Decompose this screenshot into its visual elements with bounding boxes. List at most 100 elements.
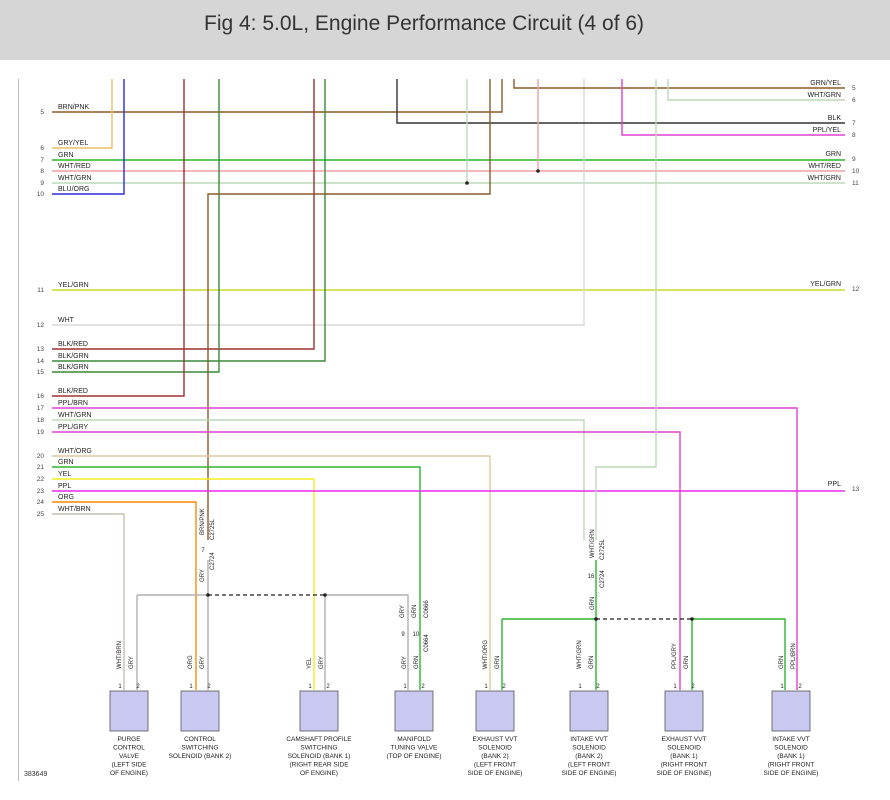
right-wire-label: WHT/GRN: [808, 92, 841, 99]
component-name-line: (LEFT FRONT: [474, 762, 516, 769]
component-name-line: SWITCHING: [181, 745, 218, 752]
wire-label-1: ORG: [188, 655, 194, 669]
diagram-frame: [18, 79, 846, 781]
connector-c2725l-a: C2725L: [210, 518, 216, 540]
left-pin-number: 15: [37, 369, 45, 376]
left-wire-label: WHT/GRN: [58, 175, 91, 182]
left-pin-number: 8: [40, 168, 44, 175]
connector-c2724-a: C2724: [210, 552, 216, 570]
right-pin-number: 10: [852, 168, 860, 175]
connector-c0666: C0666: [424, 600, 430, 618]
pin-label-2: 2: [596, 684, 600, 690]
wire-grn-bus-r: [692, 618, 786, 690]
splice-grn: [594, 617, 598, 621]
right-pin-number: 5: [852, 85, 856, 92]
wire-org: [52, 501, 197, 690]
left-wire-label: WHT/ORG: [58, 448, 92, 455]
wire-blu-org: [52, 79, 125, 195]
left-wire-label: BLK/RED: [58, 341, 88, 348]
left-wire-label: PPL/GRY: [58, 424, 89, 431]
wire-brn-pnk-riser: [207, 79, 491, 540]
left-wire-label: ORG: [58, 494, 74, 501]
left-wire-label: WHT/GRN: [58, 412, 91, 419]
component-name-line: CONTROL: [184, 736, 216, 743]
wire-label-1: WHT/GRN: [577, 640, 583, 669]
wire-label-1: WHT/BRN: [117, 641, 123, 669]
right-pin-number: 6: [852, 97, 856, 104]
left-wire-label: GRN: [58, 152, 74, 159]
right-pin-number: 11: [852, 180, 859, 187]
wire-wht-org: [52, 455, 491, 690]
component-name-line: OF ENGINE): [300, 770, 338, 777]
component-name-line: SOLENOID: [774, 745, 808, 752]
riser-label-gry-a: GRY: [200, 569, 206, 582]
wire-grn-21: [52, 466, 421, 690]
component-name-line: SIDE OF ENGINE): [657, 770, 712, 777]
wire-label-2: GRN: [495, 656, 501, 669]
pin-label-1: 1: [308, 684, 312, 690]
component-box: [569, 690, 609, 732]
left-wire-label: BLK/GRN: [58, 364, 89, 371]
left-pin-number: 23: [37, 488, 45, 495]
left-pin-number: 18: [37, 417, 45, 424]
pin-label-2: 2: [421, 684, 425, 690]
left-wire-label: GRY/YEL: [58, 140, 88, 147]
component-name-line: SOLENOID (BANK 2): [169, 753, 232, 760]
right-wire-label: BLK: [828, 115, 842, 122]
component-name-line: (RIGHT REAR SIDE: [289, 762, 349, 769]
figure-number: 383649: [24, 771, 48, 778]
wires: [52, 79, 845, 690]
pin-label-1: 1: [673, 684, 677, 690]
pin-label-2: 2: [326, 684, 330, 690]
left-pin-number: 13: [37, 346, 45, 353]
wire-label-1: YEL: [307, 657, 313, 669]
right-pin-number: 9: [852, 156, 856, 163]
component-box: [109, 690, 149, 732]
pin-label-1: 1: [118, 684, 122, 690]
left-wire-label: PPL: [58, 483, 71, 490]
component-name-line: SIDE OF ENGINE): [562, 770, 617, 777]
connector-c2725l-b: C2725L: [600, 538, 606, 560]
connector-c2724-b: C2724: [600, 570, 606, 588]
component-box: [771, 690, 811, 732]
wire-ppl-yel-right: [621, 79, 845, 136]
left-pin-number: 20: [37, 453, 45, 460]
wire-label-2: GRN: [684, 656, 690, 669]
left-wire-label: BLK/RED: [58, 388, 88, 395]
component-box: [475, 690, 515, 732]
pin-label-1: 1: [189, 684, 193, 690]
wire-blk-right: [396, 79, 845, 124]
right-pin-number: 12: [852, 286, 860, 293]
wire-label-1: PPL/GRY: [672, 643, 678, 669]
wire-gry-yel: [52, 79, 113, 149]
component-name-line: EXHAUST VVT: [472, 736, 517, 743]
right-wire-label: PPL/YEL: [813, 127, 842, 134]
left-wire-label: PPL/BRN: [58, 400, 88, 407]
wire-blk-grn-15: [52, 79, 220, 373]
wire-wht-brn: [52, 513, 125, 690]
right-wire-label: PPL: [828, 481, 841, 488]
component-name-line: EXHAUST VVT: [661, 736, 706, 743]
wire-label-2: GRY: [200, 656, 206, 669]
component-box: [664, 690, 704, 732]
component-name-line: OF ENGINE): [110, 770, 148, 777]
riser-label-grn-a: GRN: [590, 597, 596, 610]
component-name-line: SWITCHING: [300, 745, 337, 752]
left-pin-number: 22: [37, 476, 45, 483]
pin-label-2: 2: [502, 684, 506, 690]
left-pin-number: 7: [40, 157, 44, 164]
left-pin-number: 14: [37, 358, 45, 365]
component-name-line: SOLENOID (BANK 1): [288, 753, 351, 760]
wire-blk-grn-14: [52, 79, 326, 362]
component-name-line: PURGE: [117, 736, 141, 743]
component-name-line: (TOP OF ENGINE): [386, 753, 441, 760]
component-name-line: SOLENOID: [572, 745, 606, 752]
pin-7: 7: [201, 548, 205, 554]
component-box: [180, 690, 220, 732]
pin-label-1: 1: [403, 684, 407, 690]
left-pin-number: 24: [37, 499, 45, 506]
component-name-line: (BANK 1): [777, 753, 804, 760]
